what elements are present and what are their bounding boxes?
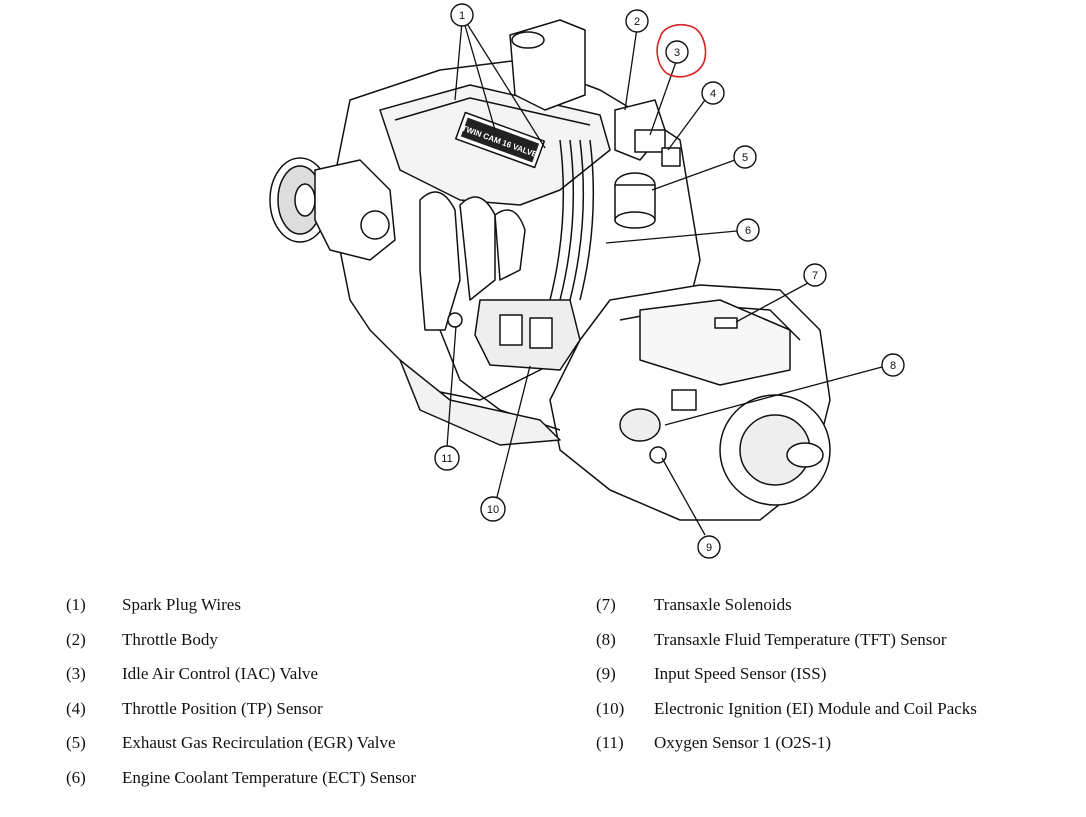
- legend-label: Exhaust Gas Recirculation (EGR) Valve: [122, 733, 396, 752]
- legend-item-1: (1) Spark Plug Wires: [66, 594, 546, 629]
- callout-8: 8: [881, 353, 905, 377]
- legend-number: (11): [596, 733, 624, 752]
- legend-label: Input Speed Sensor (ISS): [654, 664, 827, 683]
- callout-1: 1: [450, 3, 474, 27]
- legend-label: Spark Plug Wires: [122, 595, 241, 614]
- legend-number: (6): [66, 767, 86, 787]
- legend-item-5: (5) Exhaust Gas Recirculation (EGR) Valve: [66, 732, 546, 767]
- engine-illustration: TWIN CAM 16 VALVE: [269, 19, 831, 521]
- highlight-circle: [656, 23, 707, 78]
- legend-number: (10): [596, 698, 625, 718]
- valve-cover-nameplate: TWIN CAM 16 VALVE: [454, 111, 546, 169]
- legend-label: Throttle Position (TP) Sensor: [122, 698, 323, 718]
- callout-label: 2: [634, 16, 640, 28]
- callout-label: 9: [706, 542, 712, 554]
- legend-number: (5): [66, 733, 86, 752]
- engine-diagram: TWIN CAM 16 VALVE: [269, 3, 905, 559]
- legend-label: Idle Air Control (IAC) Valve: [122, 664, 319, 683]
- legend-number: (4): [66, 698, 86, 718]
- legend-number: (7): [596, 595, 616, 614]
- legend-item-9: (9) Input Speed Sensor (ISS): [596, 663, 1076, 698]
- callout-label: 3: [674, 47, 680, 59]
- legend-label: Oxygen Sensor 1 (O2S-1): [654, 733, 832, 752]
- legend-label: Transaxle Fluid Temperature (TFT) Sensor: [654, 629, 947, 649]
- callout-3: 3: [665, 40, 689, 64]
- legend-item-4: (4) Throttle Position (TP) Sensor: [66, 698, 546, 733]
- callout-9: 9: [697, 535, 721, 559]
- legend-item-11: (11) Oxygen Sensor 1 (O2S-1): [596, 732, 1076, 767]
- exhaust-manifold: [419, 191, 526, 331]
- callout-5: 5: [733, 145, 757, 169]
- callout-label: 6: [745, 225, 751, 237]
- legend-number: (2): [66, 629, 86, 649]
- legend-item-3: (3) Idle Air Control (IAC) Valve: [66, 663, 546, 698]
- legend-label: Transaxle Solenoids: [654, 595, 792, 614]
- callout-label: 10: [487, 504, 499, 516]
- legend-item-10: (10) Electronic Ignition (EI) Module and …: [596, 698, 1076, 733]
- callout-label: 8: [890, 360, 896, 372]
- legend-number: (9): [596, 664, 616, 683]
- callout-7: 7: [803, 263, 827, 287]
- callout-label: 4: [710, 88, 716, 100]
- differential-housing: [719, 394, 831, 506]
- ei-module: [474, 299, 581, 371]
- legend-label: Throttle Body: [122, 629, 218, 649]
- legend-number: (1): [66, 595, 86, 614]
- legend-right-column: (7) Transaxle Solenoids (8) Transaxle Flui…: [596, 594, 1076, 767]
- spark-plug-wires: [549, 139, 595, 301]
- callout-10: 10: [480, 496, 506, 522]
- callout-label: 1: [459, 10, 465, 22]
- legend-item-8: (8) Transaxle Fluid Temperature (TFT) Sen…: [596, 629, 1076, 664]
- callout-4: 4: [701, 81, 725, 105]
- egr-valve: [614, 172, 656, 229]
- callout-label: 7: [812, 270, 818, 282]
- legend-number: (3): [66, 664, 86, 683]
- callout-2: 2: [625, 9, 649, 33]
- solenoid-cover: [639, 299, 791, 386]
- callout-6: 6: [736, 218, 760, 242]
- legend-label: Engine Coolant Temperature (ECT) Sensor: [122, 767, 417, 787]
- legend-left-column: (1) Spark Plug Wires (2) Throttle Body (3)…: [66, 594, 546, 801]
- legend-label: Electronic Ignition (EI) Module and Coil…: [654, 698, 977, 718]
- callout-label: 5: [742, 152, 748, 164]
- legend-item-2: (2) Throttle Body: [66, 629, 546, 664]
- legend-item-7: (7) Transaxle Solenoids: [596, 594, 1076, 629]
- legend-item-6: (6) Engine Coolant Temperature (ECT) Sens…: [66, 767, 546, 802]
- callout-11: 11: [434, 445, 460, 471]
- legend-number: (8): [596, 629, 616, 649]
- callout-label: 11: [441, 453, 452, 465]
- leader-lines: [446, 21, 883, 536]
